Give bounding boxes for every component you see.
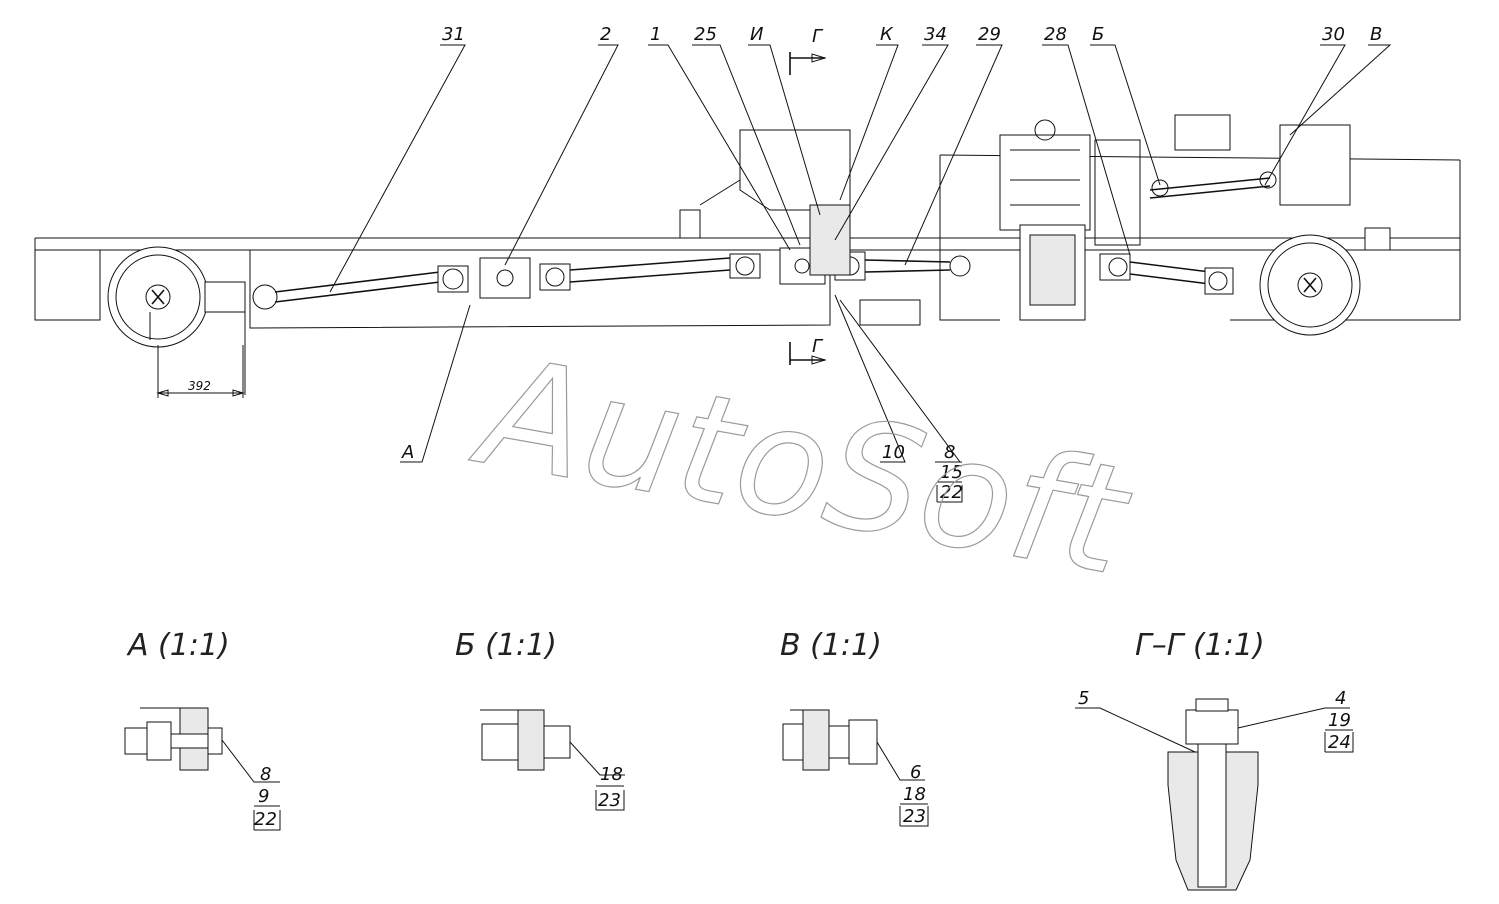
detail-v-label-1: 6 bbox=[910, 762, 921, 783]
detail-a-label-3: 22 bbox=[254, 809, 277, 830]
callouts-bottom: А 10 8 15 22 bbox=[401, 442, 963, 503]
detail-a: А (1:1) 8 9 22 bbox=[124, 628, 281, 831]
front-axle-drive bbox=[107, 246, 278, 395]
detail-v-title: В (1:1) bbox=[780, 628, 882, 663]
callout-22: 22 bbox=[940, 482, 963, 503]
dimension-text: 392 bbox=[188, 379, 211, 393]
detail-a-label-2: 9 bbox=[258, 786, 269, 807]
callout-b: Б bbox=[1092, 24, 1104, 45]
callout-8: 8 bbox=[944, 442, 955, 463]
callout-i: И bbox=[750, 24, 763, 45]
detail-b-label-2: 23 bbox=[598, 790, 621, 811]
dimension-392: 392 bbox=[156, 345, 245, 398]
rear-axle-drive bbox=[1259, 227, 1391, 336]
callout-2: 2 bbox=[600, 24, 611, 45]
detail-v-label-3: 23 bbox=[903, 806, 926, 827]
callout-a: А bbox=[401, 442, 414, 463]
section-mark-top: Г bbox=[812, 26, 824, 47]
callout-30: 30 bbox=[1322, 24, 1345, 45]
detail-b-title: Б (1:1) bbox=[455, 628, 557, 663]
callout-29: 29 bbox=[978, 24, 1001, 45]
detail-g-left-label: 5 bbox=[1078, 688, 1089, 709]
section-marks: Г Г bbox=[789, 26, 827, 365]
callout-34: 34 bbox=[924, 24, 947, 45]
detail-g-label-1: 4 bbox=[1335, 688, 1346, 709]
detail-g-label-3: 24 bbox=[1328, 732, 1351, 753]
detail-g-g: Г–Г (1:1) 5 4 19 24 bbox=[1075, 628, 1354, 891]
callouts-top: 31 2 1 25 И К 34 29 28 Б 30 В bbox=[442, 24, 1382, 45]
watermark: AutoSoft bbox=[462, 324, 1142, 610]
propeller-shaft bbox=[274, 247, 971, 303]
callout-v: В bbox=[1370, 24, 1382, 45]
detail-b: Б (1:1) 18 23 bbox=[455, 628, 625, 811]
detail-g-label-2: 19 bbox=[1328, 710, 1351, 731]
detail-v: В (1:1) 6 18 23 bbox=[780, 628, 929, 827]
detail-v-label-2: 18 bbox=[903, 784, 926, 805]
callout-15: 15 bbox=[940, 462, 963, 483]
section-mark-bottom: Г bbox=[812, 336, 824, 357]
detail-g-title: Г–Г (1:1) bbox=[1135, 628, 1265, 663]
detail-a-title: А (1:1) bbox=[126, 628, 230, 663]
rear-shaft bbox=[1099, 114, 1351, 295]
callout-k: К bbox=[880, 24, 894, 45]
callout-25: 25 bbox=[694, 24, 717, 45]
callout-10: 10 bbox=[882, 442, 905, 463]
detail-a-label-1: 8 bbox=[260, 764, 271, 785]
callout-31: 31 bbox=[442, 24, 465, 45]
transfer-case bbox=[999, 119, 1141, 321]
detail-b-label-1: 18 bbox=[600, 764, 623, 785]
support-bracket bbox=[679, 129, 921, 326]
callout-28: 28 bbox=[1044, 24, 1067, 45]
callout-1: 1 bbox=[650, 24, 661, 45]
